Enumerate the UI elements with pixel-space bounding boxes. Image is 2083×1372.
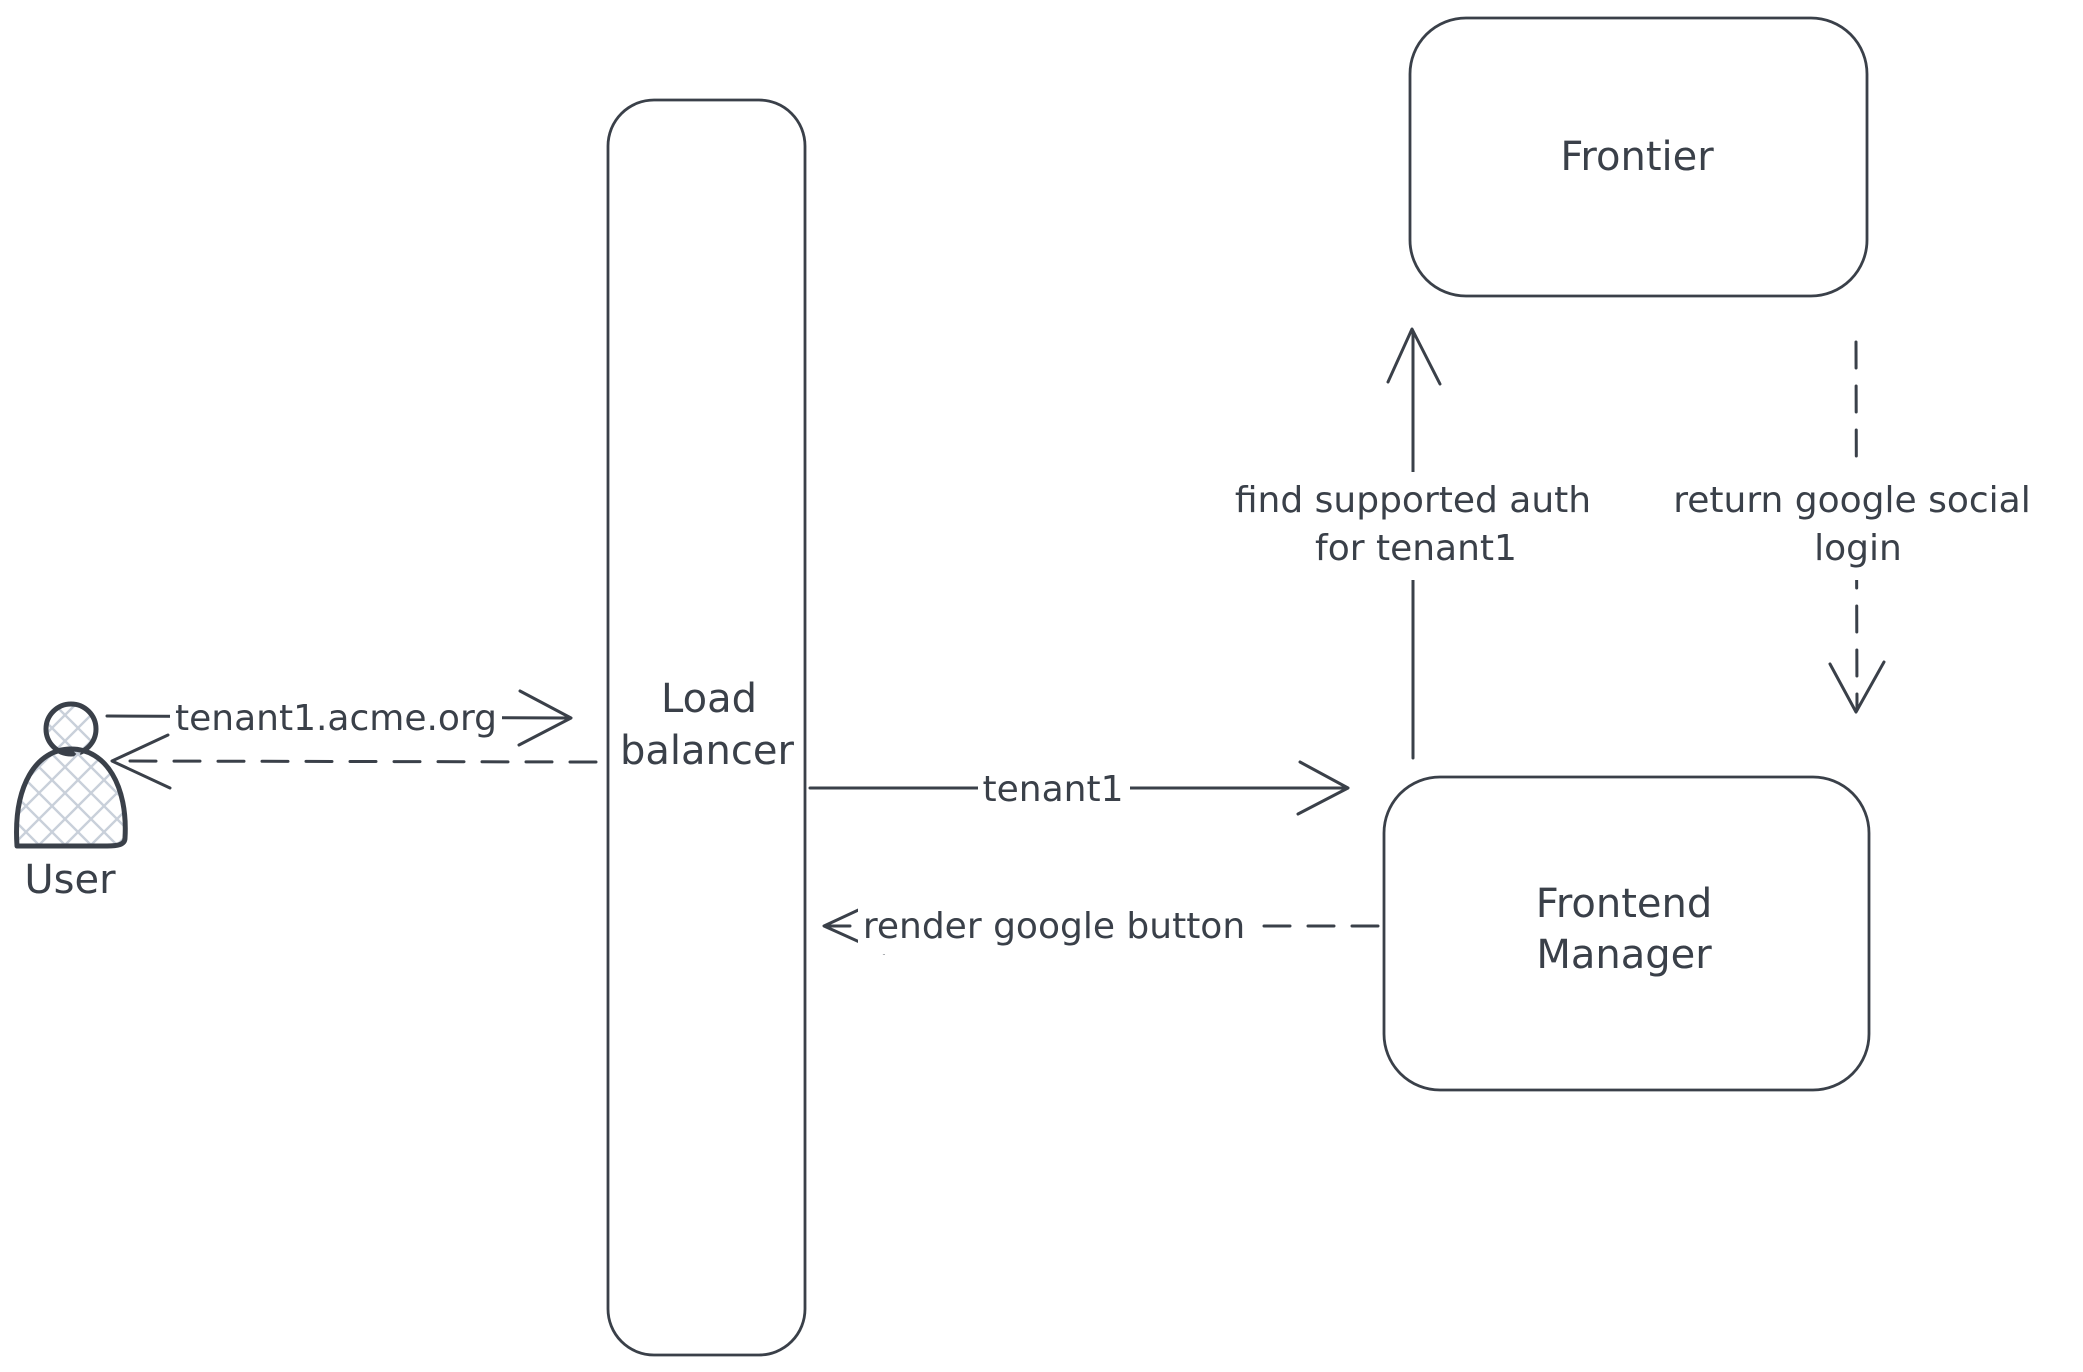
arrow-forward-tenant-label-bg: [978, 758, 1130, 814]
arrow-forward-tenant-label: tenant1: [983, 769, 1124, 810]
user-icon-body: [14, 746, 128, 849]
arrow-return-login-label-line2: login: [1814, 528, 1902, 569]
load-balancer-label-line1: Load: [661, 676, 757, 722]
arrow-right-head-icon: [1296, 760, 1350, 816]
arrow-render-button: render google button: [822, 896, 1380, 955]
load-balancer-node: Load balancer: [606, 98, 807, 1357]
frontend-manager-box: [1382, 775, 1871, 1092]
load-balancer-box: [606, 98, 807, 1357]
arrow-render-button-label: render google button: [863, 906, 1245, 947]
arrow-request-domain: tenant1.acme.org: [105, 687, 573, 747]
frontier-node: Frontier: [1408, 16, 1869, 298]
user-icon: [14, 701, 128, 849]
arrow-find-auth: find supported auth for tenant1: [1205, 327, 1621, 760]
frontend-manager-label-line2: Manager: [1536, 932, 1712, 978]
arrow-up-head-icon: [1386, 327, 1442, 386]
arrow-request-domain-label: tenant1.acme.org: [175, 698, 497, 739]
arrow-left-head-icon: [110, 733, 172, 790]
frontier-label: Frontier: [1560, 134, 1714, 180]
arrow-return-login: return google social login: [1650, 340, 2062, 714]
arrow-response-line: [116, 759, 598, 764]
frontend-manager-node: Frontend Manager: [1382, 775, 1871, 1092]
arrow-return-login-label-bg: [1650, 472, 2062, 580]
frontend-manager-label-line1: Frontend: [1536, 881, 1713, 927]
arrow-right-head-icon: [517, 689, 573, 747]
arrow-render-button-label-bg: [858, 896, 1250, 954]
load-balancer-label-line2: balancer: [620, 728, 794, 774]
arrow-forward-tenant: tenant1: [808, 758, 1350, 816]
user-actor: User: [14, 701, 128, 903]
arrow-return-login-label-line1: return google social: [1673, 480, 2031, 521]
user-label: User: [24, 857, 116, 903]
arrow-find-auth-label-line1: find supported auth: [1235, 480, 1591, 521]
arrow-response-to-user: [110, 733, 598, 790]
arrow-find-auth-label-line2: for tenant1: [1315, 528, 1517, 569]
arrow-down-head-icon: [1828, 660, 1886, 714]
arrow-request-domain-label-bg: [170, 687, 502, 745]
arrow-find-auth-label-bg: [1205, 472, 1621, 580]
frontier-box: [1408, 16, 1869, 298]
